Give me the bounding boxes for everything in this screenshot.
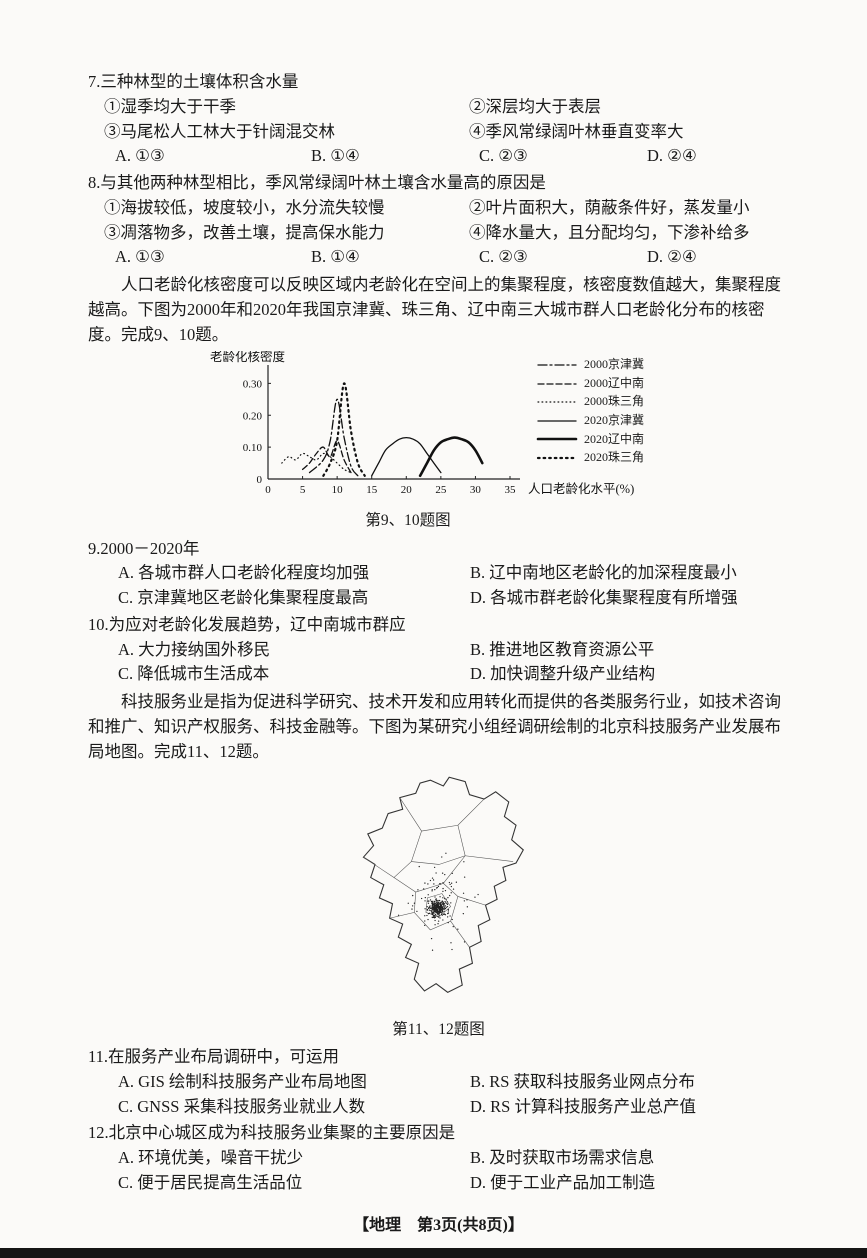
question-12-stem: 12.北京中心城区成为科技服务业集聚的主要原因是 xyxy=(88,1123,456,1143)
legend-label: 2000辽中南 xyxy=(584,375,645,390)
legend-label: 2020辽中南 xyxy=(584,431,645,446)
q12-option-d: D. 便于工业产品加工制造 xyxy=(470,1172,656,1192)
legend-line-sample xyxy=(537,401,577,403)
tech-intro-paragraph: 科技服务业是指为促进科学研究、技术开发和应用转化而提供的各类服务行业，如技术咨询… xyxy=(88,692,781,761)
question-7-items: ①湿季均大于干季 ②深层均大于表层 ③马尾松人工林大于针阔混交林 ④季风常绿阔叶… xyxy=(88,95,789,145)
q7-item-1: ①湿季均大于干季 xyxy=(104,96,236,116)
q8-option-c: C. ②③ xyxy=(479,247,528,267)
q7-option-c: C. ②③ xyxy=(479,146,528,166)
legend-label: 2020京津冀 xyxy=(584,413,645,428)
svg-text:老龄化核密度: 老龄化核密度 xyxy=(210,351,286,364)
q9-option-b: B. 辽中南地区老龄化的加深程度最小 xyxy=(470,563,737,583)
question-12-options: A. 环境优美，噪音干扰少 B. 及时获取市场需求信息 C. 便于居民提高生活品… xyxy=(88,1146,789,1196)
question-10-options: A. 大力接纳国外移民 B. 推进地区教育资源公平 C. 降低城市生活成本 D.… xyxy=(88,638,789,688)
svg-text:35: 35 xyxy=(505,484,517,496)
question-10: 10.为应对老龄化发展趋势，辽中南城市群应 A. 大力接纳国外移民 B. 推进地… xyxy=(88,613,789,687)
beijing-map-svg xyxy=(362,776,524,994)
map-dots xyxy=(397,852,479,952)
question-8: 8.与其他两种林型相比，季风常绿阔叶林土壤含水量高的原因是 ①海拔较低，坡度较小… xyxy=(88,171,789,270)
q7-item-3: ③马尾松人工林大于针阔混交林 xyxy=(104,121,335,141)
legend-line-sample xyxy=(536,456,578,460)
question-9-options: A. 各城市群人口老龄化程度均加强 B. 辽中南地区老龄化的加深程度最小 C. … xyxy=(88,561,789,611)
svg-text:10: 10 xyxy=(332,484,344,496)
q8-option-b: B. ①④ xyxy=(311,247,360,267)
aging-density-chart: 0 5 10 15 20 25 30 35 0 0.10 0.20 0.30 老龄化核密度人口老龄化水平… xyxy=(198,349,778,509)
legend-line-sample xyxy=(537,382,577,385)
question-11-options: A. GIS 绘制科技服务产业布局地图 B. RS 获取科技服务业网点分布 C.… xyxy=(88,1070,789,1120)
legend-item: 2000珠三角 xyxy=(536,394,644,410)
aging-chart-svg: 0 5 10 15 20 25 30 35 0 0.10 0.20 0.30 老龄化核密度人口老龄化水平… xyxy=(210,349,634,496)
district-borders xyxy=(362,797,513,948)
scan-bottom-edge xyxy=(0,1247,867,1258)
q10-option-c: C. 降低城市生活成本 xyxy=(118,664,270,684)
map-caption: 第11、12题图 xyxy=(392,1020,485,1038)
beijing-map-figure xyxy=(324,770,554,1018)
legend-line-sample xyxy=(537,420,577,422)
svg-text:0: 0 xyxy=(257,474,263,486)
legend-label: 2000京津冀 xyxy=(584,357,645,372)
legend-label: 2020珠三角 xyxy=(584,450,645,465)
legend-line-sample xyxy=(537,364,577,366)
q9-option-d: D. 各城市群老龄化集聚程度有所增强 xyxy=(470,588,738,607)
chart-caption: 第9、10题图 xyxy=(365,512,451,530)
question-8-stem: 8.与其他两种林型相比，季风常绿阔叶林土壤含水量高的原因是 xyxy=(88,173,546,192)
beijing-outline xyxy=(362,776,524,994)
q10-option-d: D. 加快调整升级产业结构 xyxy=(470,664,656,684)
svg-text:0.10: 0.10 xyxy=(243,442,263,454)
q11-option-d: D. RS 计算科技服务产业总产值 xyxy=(470,1096,696,1116)
q8-item-2: ②叶片面积大，荫蔽条件好，蒸发量小 xyxy=(469,197,750,217)
legend-label: 2000珠三角 xyxy=(584,394,645,409)
svg-text:15: 15 xyxy=(366,484,378,496)
q8-option-d: D. ②④ xyxy=(647,247,697,267)
legend-item: 2020珠三角 xyxy=(536,450,644,466)
question-8-items: ①海拔较低，坡度较小，水分流失较慢 ②叶片面积大，荫蔽条件好，蒸发量小 ③凋落物… xyxy=(88,196,789,246)
question-7-options: A. ①③ B. ①④ C. ②③ D. ②④ xyxy=(88,144,789,169)
q12-option-c: C. 便于居民提高生活品位 xyxy=(118,1172,303,1192)
question-9-stem: 9.2000－2020年 xyxy=(88,538,200,558)
q7-option-b: B. ①④ xyxy=(311,146,360,166)
q11-option-a: A. GIS 绘制科技服务产业布局地图 xyxy=(118,1071,367,1091)
q10-option-b: B. 推进地区教育资源公平 xyxy=(470,639,655,659)
svg-text:人口老龄化水平(%): 人口老龄化水平(%) xyxy=(528,482,634,496)
question-7-stem: 7.三种林型的土壤体积含水量 xyxy=(88,72,299,91)
svg-text:0.30: 0.30 xyxy=(243,379,263,391)
aging-intro-paragraph: 人口老龄化核密度可以反映区域内老龄化在空间上的集聚程度，核密度数值越大，集聚程度… xyxy=(88,275,781,344)
svg-text:25: 25 xyxy=(435,484,447,496)
question-10-stem: 10.为应对老龄化发展趋势，辽中南城市群应 xyxy=(88,614,406,634)
svg-text:0: 0 xyxy=(265,484,271,496)
question-8-options: A. ①③ B. ①④ C. ②③ D. ②④ xyxy=(88,245,789,270)
q8-item-3: ③凋落物多，改善土壤，提高保水能力 xyxy=(104,222,385,242)
question-11-stem: 11.在服务产业布局调研中，可运用 xyxy=(88,1047,340,1067)
svg-text:5: 5 xyxy=(300,484,306,496)
question-11: 11.在服务产业布局调研中，可运用 A. GIS 绘制科技服务产业布局地图 B.… xyxy=(88,1045,789,1119)
legend-item: 2020京津冀 xyxy=(536,413,644,429)
q11-option-b: B. RS 获取科技服务业网点分布 xyxy=(470,1071,696,1091)
q12-option-a: A. 环境优美，噪音干扰少 xyxy=(118,1148,304,1168)
q7-item-4: ④季风常绿阔叶林垂直变率大 xyxy=(469,121,684,141)
chart-legend: 2000京津冀 2000辽中南 2000珠三角 2020京津冀 2020辽中南 2020珠… xyxy=(536,357,644,469)
q9-option-c: C. 京津冀地区老龄化集聚程度最高 xyxy=(118,588,369,607)
q7-option-a: A. ①③ xyxy=(115,146,165,166)
page-footer: 【地理 第3页(共8页)】 xyxy=(353,1216,524,1234)
legend-line-sample xyxy=(536,438,578,441)
question-7: 7.三种林型的土壤体积含水量 ①湿季均大于干季 ②深层均大于表层 ③马尾松人工林… xyxy=(88,70,789,169)
q9-option-a: A. 各城市群人口老龄化程度均加强 xyxy=(118,563,370,583)
legend-item: 2020辽中南 xyxy=(536,432,644,448)
legend-item: 2000京津冀 xyxy=(536,357,644,373)
question-12: 12.北京中心城区成为科技服务业集聚的主要原因是 A. 环境优美，噪音干扰少 B… xyxy=(88,1121,789,1195)
svg-text:20: 20 xyxy=(401,484,413,496)
q10-option-a: A. 大力接纳国外移民 xyxy=(118,639,271,659)
q11-option-c: C. GNSS 采集科技服务业就业人数 xyxy=(118,1096,366,1116)
question-9: 9.2000－2020年 A. 各城市群人口老龄化程度均加强 B. 辽中南地区老… xyxy=(88,537,789,611)
q8-item-4: ④降水量大，且分配均匀，下渗补给多 xyxy=(469,222,750,242)
svg-text:0.20: 0.20 xyxy=(243,411,263,423)
legend-item: 2000辽中南 xyxy=(536,376,644,392)
q8-option-a: A. ①③ xyxy=(115,247,165,267)
q7-option-d: D. ②④ xyxy=(647,146,697,166)
q8-item-1: ①海拔较低，坡度较小，水分流失较慢 xyxy=(104,197,385,217)
q7-item-2: ②深层均大于表层 xyxy=(469,96,601,116)
svg-text:30: 30 xyxy=(470,484,482,496)
q12-option-b: B. 及时获取市场需求信息 xyxy=(470,1148,655,1168)
